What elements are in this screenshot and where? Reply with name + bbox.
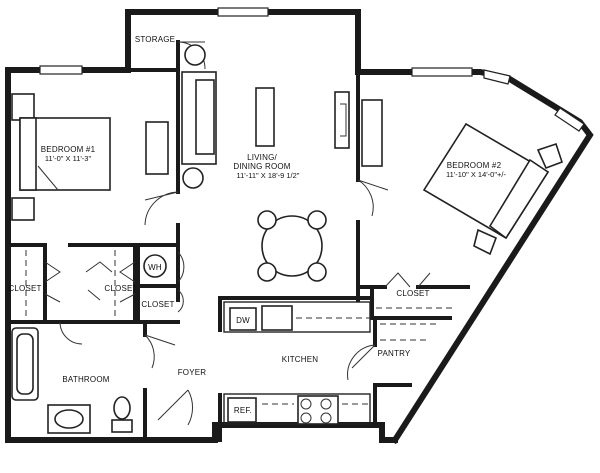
room-labels: STORAGE LIVING/ DINING ROOM 11'-11" X 18… — [8, 35, 506, 415]
wh-label: WH — [148, 263, 162, 272]
sink — [261, 305, 293, 331]
doors — [44, 41, 431, 426]
kitchen-label: KITCHEN — [282, 355, 319, 364]
closet-left-label: CLOSET — [8, 284, 41, 293]
kitchen-fixtures — [25, 250, 455, 425]
bedroom2-dims: 11'-10" X 14'-0"+/- — [446, 170, 506, 179]
refrigerator — [227, 397, 257, 423]
dw-label: DW — [236, 316, 250, 325]
living-dims: 11'-11" X 18'-9 1/2" — [237, 171, 300, 180]
closet-right-label: CLOSET — [396, 289, 429, 298]
interior-walls — [6, 40, 470, 442]
range — [297, 395, 339, 425]
windows — [39, 7, 585, 132]
living-label: LIVING/ — [247, 153, 277, 162]
bathroom-label: BATHROOM — [62, 375, 109, 384]
ref-label: REF. — [234, 406, 252, 415]
nightstand — [11, 197, 35, 221]
closet-mid-label: CLOSET — [104, 284, 137, 293]
toilet — [113, 396, 131, 420]
bedroom1-dims: 11'-0" X 11'-3" — [45, 154, 92, 163]
water-heater — [143, 254, 167, 278]
dresser — [145, 121, 169, 175]
dresser — [361, 99, 383, 167]
bedroom1-label: BEDROOM #1 — [41, 145, 96, 154]
living-label-2: DINING ROOM — [233, 162, 290, 171]
foyer-label: FOYER — [178, 368, 207, 377]
closet-small-label: CLOSET — [141, 300, 174, 309]
storage-label: STORAGE — [135, 35, 175, 44]
dishwasher — [229, 307, 257, 331]
toilet-tank — [111, 419, 133, 433]
bathroom-fixtures — [11, 254, 167, 434]
tv-console — [334, 91, 350, 149]
furniture — [11, 44, 564, 282]
pantry-label: PANTRY — [378, 349, 411, 358]
dining-table — [261, 215, 323, 277]
coffee-table — [255, 87, 275, 147]
nightstand — [11, 93, 35, 121]
bedroom2-label: BEDROOM #2 — [447, 161, 502, 170]
